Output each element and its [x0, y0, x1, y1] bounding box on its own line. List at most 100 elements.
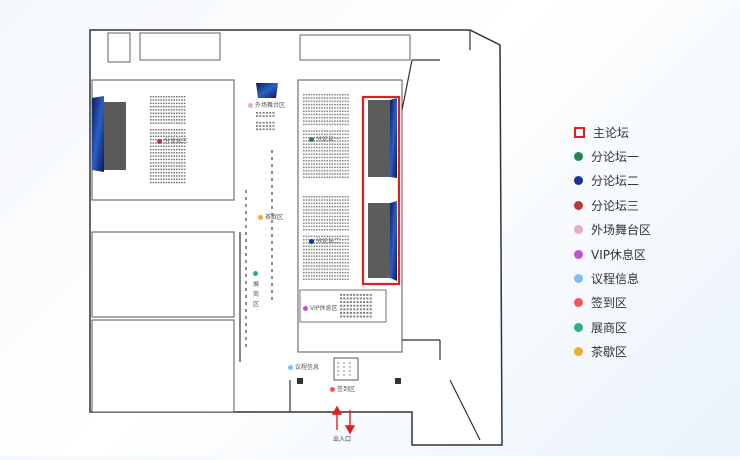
- seat: [313, 143, 315, 145]
- seat: [344, 235, 347, 238]
- seat: [363, 304, 366, 307]
- seat: [152, 165, 155, 167]
- seat: [369, 297, 372, 300]
- seat: [323, 248, 326, 251]
- seat: [310, 202, 313, 205]
- seat: [336, 229, 339, 231]
- seat: [339, 130, 341, 132]
- seat: [313, 205, 315, 208]
- seat: [344, 215, 347, 218]
- seat: [347, 215, 349, 218]
- seat: [331, 222, 334, 224]
- seat: [150, 152, 152, 154]
- seat: [321, 110, 323, 112]
- seat: [347, 146, 349, 149]
- seat: [168, 178, 170, 180]
- seat: [168, 112, 170, 114]
- seat: [339, 110, 341, 112]
- seat: [329, 94, 331, 96]
- seat: [303, 163, 305, 165]
- seat: [150, 158, 152, 161]
- seat: [313, 212, 315, 214]
- seat: [173, 135, 175, 138]
- seat: [326, 248, 328, 251]
- label-vip: VIP休息区: [303, 305, 338, 313]
- seat: [339, 173, 341, 175]
- seat: [336, 150, 339, 152]
- seat: [339, 255, 341, 257]
- seat: [326, 166, 328, 169]
- seat: [303, 97, 305, 99]
- legend-item-forum1: 分论坛一: [574, 144, 694, 168]
- seat: [163, 112, 165, 114]
- seat: [183, 142, 186, 144]
- seat: [173, 152, 175, 154]
- seat: [321, 209, 323, 211]
- seat: [331, 173, 334, 175]
- seat: [334, 229, 336, 231]
- legend-item-forum2: 分论坛二: [574, 169, 694, 193]
- legend-item-vip: VIP休息区: [574, 242, 694, 266]
- seat: [334, 94, 336, 96]
- seat: [344, 136, 347, 139]
- seat: [318, 205, 321, 208]
- forum3-seats: [150, 96, 186, 184]
- seat: [336, 255, 339, 257]
- seat: [339, 215, 341, 218]
- seat: [323, 219, 326, 221]
- seat: [310, 252, 313, 254]
- seat: [339, 212, 341, 214]
- seat: [336, 205, 339, 208]
- seat: [342, 258, 344, 261]
- seat: [308, 163, 310, 165]
- seat: [336, 275, 339, 277]
- seat: [303, 222, 305, 224]
- seat: [303, 238, 305, 241]
- seat: [318, 225, 321, 228]
- seat: [170, 145, 173, 147]
- seat: [178, 158, 181, 161]
- seat: [331, 202, 334, 205]
- seat: [178, 145, 181, 147]
- seat: [318, 219, 321, 221]
- seat: [331, 219, 334, 221]
- seat: [349, 312, 352, 314]
- seat: [181, 158, 183, 161]
- seat: [155, 162, 157, 164]
- seat: [334, 123, 336, 126]
- label-forum3: 分论坛三: [157, 138, 188, 146]
- seat: [336, 140, 339, 142]
- seat: [316, 173, 318, 175]
- seat: [331, 245, 334, 247]
- seat: [323, 199, 326, 201]
- seat: [310, 225, 313, 228]
- seat: [342, 163, 344, 165]
- seat: [316, 262, 318, 264]
- seat: [181, 115, 183, 118]
- seat: [176, 109, 178, 111]
- seat: [155, 135, 157, 138]
- seat: [323, 265, 326, 267]
- seat: [344, 238, 347, 241]
- seat: [160, 115, 162, 118]
- seat: [313, 199, 315, 201]
- seat: [326, 169, 328, 172]
- seat: [326, 113, 328, 116]
- forum3-dot: [157, 139, 162, 144]
- seat: [272, 125, 275, 127]
- seat: [170, 96, 173, 98]
- seat: [339, 278, 341, 280]
- legend-item-main-forum: 主论坛: [574, 120, 694, 144]
- seat: [316, 123, 318, 126]
- seat: [305, 225, 308, 228]
- seat: [310, 271, 313, 274]
- seat: [344, 258, 347, 261]
- seat: [313, 113, 315, 116]
- seat: [165, 142, 168, 144]
- seat: [305, 113, 308, 116]
- seat: [155, 119, 157, 121]
- seat: [310, 123, 313, 126]
- seat: [150, 109, 152, 111]
- seat: [359, 308, 362, 311]
- seat: [163, 142, 165, 144]
